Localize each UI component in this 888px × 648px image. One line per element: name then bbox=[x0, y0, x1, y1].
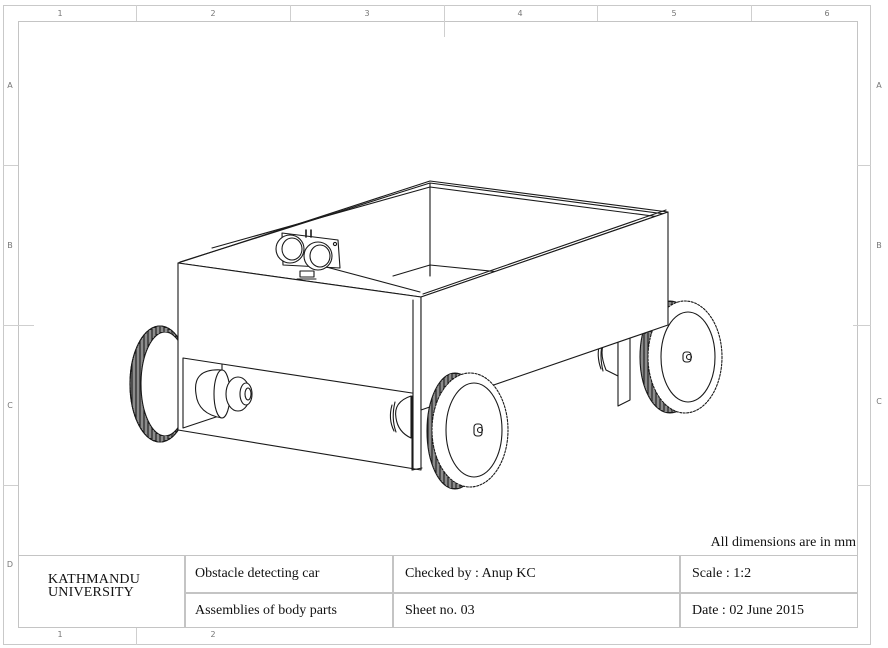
zone-divider bbox=[3, 325, 34, 326]
zone-col-label: 2 bbox=[210, 630, 216, 639]
wheel-front-right bbox=[426, 372, 509, 490]
zone-col-label: 1 bbox=[57, 9, 63, 18]
sheet-inner-border bbox=[18, 21, 858, 628]
zone-col-label: 3 bbox=[364, 9, 370, 18]
zone-col-label: 4 bbox=[517, 9, 523, 18]
dimension-note: All dimensions are in mm bbox=[710, 535, 856, 550]
zone-divider bbox=[3, 165, 18, 166]
zone-divider bbox=[136, 628, 137, 645]
zone-row-label: A bbox=[7, 81, 13, 90]
title-block: KATHMANDU UNIVERSITY Obstacle detecting … bbox=[18, 555, 858, 628]
checked-by: Checked by : Anup KC bbox=[405, 566, 536, 581]
motor-front-left bbox=[182, 357, 413, 429]
wheel-rear-right bbox=[639, 300, 723, 414]
sheet-number: Sheet no. 03 bbox=[405, 603, 475, 618]
institution-line-1: KATHMANDU bbox=[48, 572, 141, 587]
zone-divider bbox=[853, 325, 871, 326]
zone-divider bbox=[444, 5, 445, 37]
institution-name: KATHMANDU UNIVERSITY bbox=[48, 572, 141, 600]
zone-row-label: B bbox=[876, 241, 882, 250]
zone-row-label: C bbox=[7, 401, 13, 410]
zone-divider bbox=[290, 5, 291, 21]
zone-row-label: C bbox=[876, 397, 882, 406]
zone-divider bbox=[136, 5, 137, 21]
scale: Scale : 1:2 bbox=[692, 566, 752, 581]
project-title: Obstacle detecting car bbox=[195, 566, 320, 581]
zone-col-label: 2 bbox=[210, 9, 216, 18]
zone-divider bbox=[751, 5, 752, 21]
zone-col-label: 1 bbox=[57, 630, 63, 639]
zone-divider bbox=[597, 5, 598, 21]
zone-divider bbox=[857, 165, 871, 166]
drawing-title: Assemblies of body parts bbox=[195, 603, 337, 618]
zone-divider bbox=[857, 485, 871, 486]
car-body-box bbox=[177, 180, 669, 471]
ultrasonic-sensor bbox=[275, 229, 341, 280]
date: Date : 02 June 2015 bbox=[692, 603, 804, 618]
zone-col-label: 5 bbox=[671, 9, 677, 18]
institution-line-2: UNIVERSITY bbox=[48, 585, 134, 600]
title-block-divider bbox=[184, 592, 858, 594]
zone-row-label: D bbox=[6, 560, 14, 569]
zone-row-label: B bbox=[7, 241, 13, 250]
zone-col-label: 6 bbox=[824, 9, 830, 18]
motor-front-right bbox=[389, 395, 423, 471]
zone-row-label: A bbox=[876, 81, 882, 90]
zone-divider bbox=[3, 485, 18, 486]
